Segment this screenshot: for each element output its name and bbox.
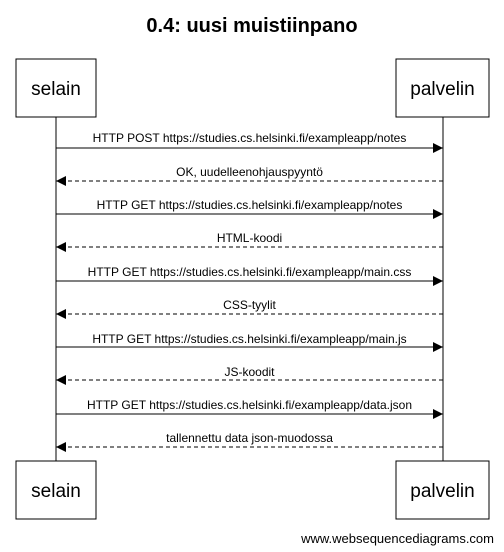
participant-label: selain — [31, 79, 81, 100]
message-1: HTTP POST https://studies.cs.helsinki.fi… — [56, 131, 443, 153]
message-label: HTTP GET https://studies.cs.helsinki.fi/… — [87, 398, 412, 412]
message-3: HTTP GET https://studies.cs.helsinki.fi/… — [56, 198, 443, 219]
participant-box — [15, 58, 97, 118]
participant-box — [395, 460, 490, 520]
message-5: HTTP GET https://studies.cs.helsinki.fi/… — [56, 265, 443, 286]
message-label: HTTP GET https://studies.cs.helsinki.fi/… — [92, 332, 406, 346]
participant-box — [395, 58, 490, 118]
participant-browser-bottom: selain — [15, 460, 97, 520]
message-2: OK, uudelleenohjauspyyntö — [56, 165, 443, 186]
message-label: tallennettu data json-muodossa — [166, 431, 333, 445]
message-label: HTTP GET https://studies.cs.helsinki.fi/… — [88, 265, 412, 279]
message-6: CSS-tyylit — [56, 298, 443, 319]
message-4: HTML-koodi — [56, 231, 443, 252]
message-label: OK, uudelleenohjauspyyntö — [176, 165, 323, 179]
message-label: HTML-koodi — [217, 231, 282, 245]
participant-box — [15, 460, 97, 520]
message-8: JS-koodit — [56, 365, 443, 385]
participant-server-bottom: palvelin — [395, 460, 490, 520]
message-label: JS-koodit — [224, 365, 275, 379]
participant-label: selain — [31, 481, 81, 502]
message-label: CSS-tyylit — [223, 298, 276, 312]
participant-server-top: palvelin — [395, 58, 490, 118]
participant-browser-top: selain — [15, 58, 97, 118]
message-label: HTTP GET https://studies.cs.helsinki.fi/… — [97, 198, 403, 212]
participant-label: palvelin — [410, 79, 474, 100]
message-label: HTTP POST https://studies.cs.helsinki.fi… — [93, 131, 407, 145]
footer-watermark: www.websequencediagrams.com — [300, 531, 494, 546]
diagram-title: 0.4: uusi muistiinpano — [146, 15, 357, 37]
participant-label: palvelin — [410, 481, 474, 502]
message-7: HTTP GET https://studies.cs.helsinki.fi/… — [56, 332, 443, 352]
message-9: HTTP GET https://studies.cs.helsinki.fi/… — [56, 398, 443, 419]
message-10: tallennettu data json-muodossa — [56, 431, 443, 452]
